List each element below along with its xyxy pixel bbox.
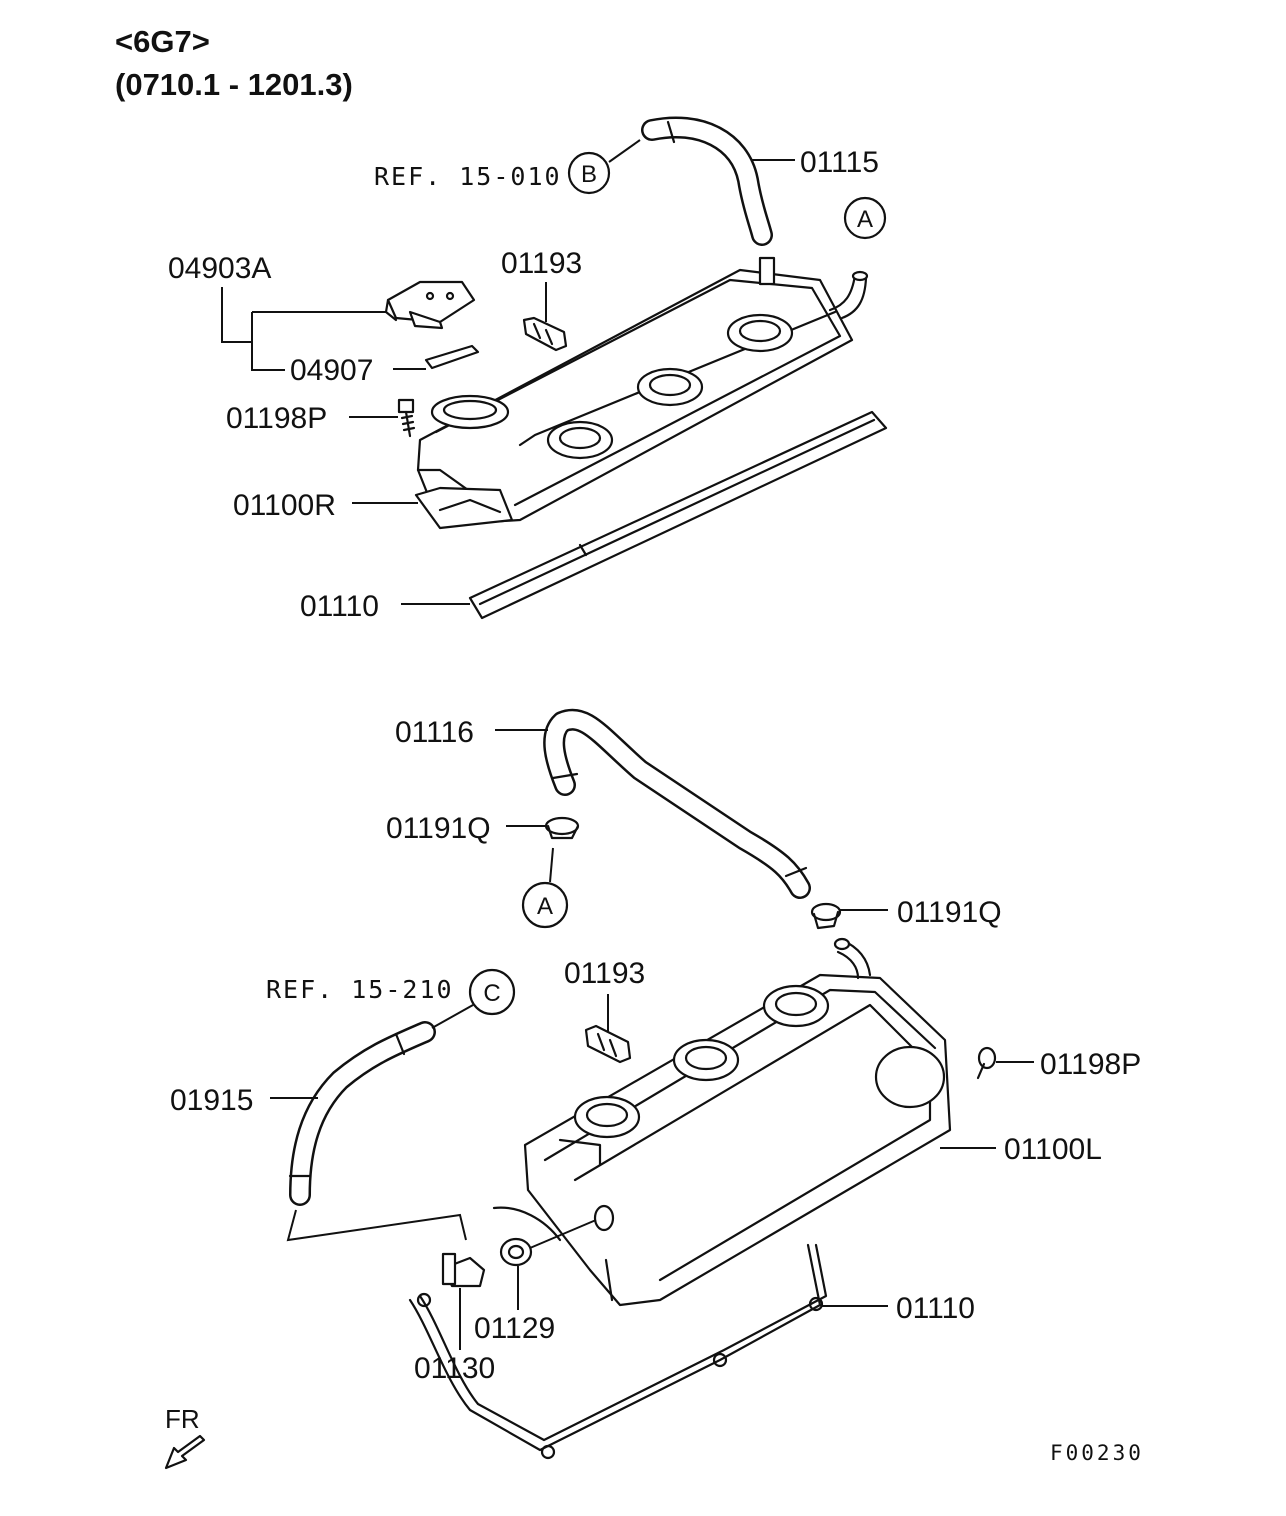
bolt-01198p-top[interactable] <box>397 398 416 438</box>
label-01193-top: 01193 <box>501 247 582 280</box>
label-01110-bottom: 01110 <box>896 1292 975 1325</box>
rocker-cover-left[interactable] <box>492 937 952 1307</box>
figure-code: F00230 <box>1050 1441 1144 1465</box>
ref-15-210: REF. 15-210 <box>266 975 454 1004</box>
production-period: (0710.1 - 1201.3) <box>115 67 353 102</box>
hose-01115[interactable] <box>641 116 773 246</box>
rocker-cover-right[interactable] <box>414 256 869 530</box>
circle-a-top[interactable]: A <box>843 196 887 240</box>
clip-01193-top[interactable] <box>522 316 568 352</box>
hose-clamp-right[interactable] <box>810 902 842 930</box>
circle-b-letter: B <box>581 161 597 188</box>
grommet-01129[interactable] <box>499 1237 533 1267</box>
front-arrow-icon <box>164 1434 206 1470</box>
hose-clamp-left[interactable] <box>544 816 580 840</box>
breather-nipple <box>758 256 776 286</box>
label-01115: 01115 <box>800 146 879 179</box>
circle-c-letter: C <box>483 980 500 1007</box>
gasket-bottom[interactable] <box>408 1243 828 1460</box>
cover-dome <box>874 1045 946 1109</box>
ref-15-010: REF. 15-010 <box>374 162 562 191</box>
label-01191q-right: 01191Q <box>897 896 1002 929</box>
circle-a-top-letter: A <box>857 206 873 233</box>
circle-c[interactable]: C <box>468 968 516 1016</box>
label-01100l: 01100L <box>1004 1133 1102 1166</box>
label-01198p-top: 01198P <box>226 402 327 435</box>
circle-b[interactable]: B <box>567 151 611 195</box>
label-01129: 01129 <box>474 1312 555 1345</box>
oil-filler-cap[interactable] <box>384 280 476 330</box>
hose-01915[interactable] <box>288 1021 436 1206</box>
label-01116: 01116 <box>395 716 474 749</box>
circle-a-bottom[interactable]: A <box>521 881 569 929</box>
direction-label: FR <box>165 1404 200 1434</box>
circle-a-bottom-letter: A <box>537 893 553 920</box>
label-04907: 04907 <box>290 354 373 387</box>
engine-code: <6G7> <box>115 24 210 59</box>
label-01130: 01130 <box>414 1352 495 1385</box>
label-01193-bottom: 01193 <box>564 957 645 990</box>
label-01110-top: 01110 <box>300 590 379 623</box>
pcv-valve-01130[interactable] <box>441 1252 486 1288</box>
label-01198p-bottom: 01198P <box>1040 1048 1141 1081</box>
clip-01193-bottom[interactable] <box>584 1024 632 1064</box>
gasket-top[interactable] <box>468 410 888 620</box>
label-04903a: 04903A <box>168 252 271 285</box>
hose-01116[interactable] <box>543 708 811 899</box>
label-01100r: 01100R <box>233 489 336 522</box>
o-ring-04907[interactable] <box>424 344 480 370</box>
label-01191q-left: 01191Q <box>386 812 491 845</box>
label-01915: 01915 <box>170 1084 253 1117</box>
bolt-01198p-bottom[interactable] <box>976 1046 997 1080</box>
